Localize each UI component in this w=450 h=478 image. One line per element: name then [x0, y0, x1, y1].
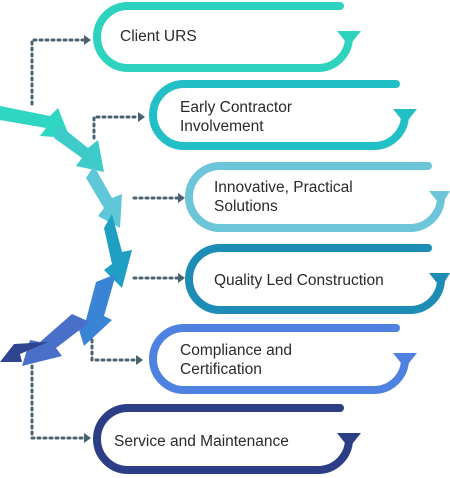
step-label: Quality Led Construction	[214, 272, 384, 289]
arc-segment-1	[0, 106, 70, 138]
connector-arrowhead	[136, 355, 143, 365]
loop-arrowhead-icon	[429, 191, 450, 206]
connector-client-urs	[30, 38, 86, 106]
connector-arrowhead	[178, 193, 185, 203]
step-service-and-maintenance: Service and Maintenance	[93, 404, 361, 474]
step-label: Service and Maintenance	[114, 433, 289, 450]
step-loop-outline	[93, 1, 353, 72]
connector-arrowhead	[138, 112, 145, 122]
step-loop-outline	[149, 80, 409, 150]
step-early-contractor-involvement: Early Contractor Involvement	[149, 80, 417, 150]
dotted-connectors	[30, 38, 180, 440]
step-label-line: Solutions	[214, 198, 278, 215]
arc-segment-6	[22, 314, 90, 366]
step-label-line: Early Contractor	[180, 99, 292, 116]
connector-early-contractor	[92, 115, 140, 140]
loop-arrowhead-icon	[337, 433, 361, 448]
step-quality-led-construction: Quality Led Construction	[185, 244, 450, 314]
step-label: Innovative, Practical Solutions	[214, 179, 357, 215]
step-client-urs: Client URS	[93, 1, 361, 72]
step-label-line: Involvement	[180, 118, 264, 135]
step-label: Client URS	[120, 28, 197, 45]
step-loop-outline	[185, 244, 445, 314]
main-flow-arc	[0, 106, 132, 366]
step-label-line: Client URS	[120, 28, 197, 45]
connector-arrowhead	[84, 433, 91, 443]
loop-arrowhead-icon	[429, 273, 450, 288]
connector-compliance	[90, 338, 138, 362]
arc-segment-3	[86, 166, 122, 228]
loop-arrowhead-icon	[393, 353, 417, 368]
loop-arrowhead-icon	[393, 109, 417, 124]
connector-arrowhead	[84, 35, 91, 45]
connector-arrowheads	[84, 35, 185, 443]
arc-segment-5	[76, 274, 116, 346]
step-label: Early Contractor Involvement	[180, 99, 296, 135]
connector-service	[30, 364, 86, 440]
arc-segment-7	[0, 342, 48, 362]
step-label-line: Certification	[180, 361, 262, 378]
step-loop-outline	[185, 162, 445, 232]
arc-segment-2	[54, 124, 104, 172]
step-innovative-practical-solutions: Innovative, Practical Solutions	[185, 162, 450, 232]
step-label-line: Service and Maintenance	[114, 433, 289, 450]
step-loop-outline	[149, 324, 409, 394]
step-label-line: Compliance and	[180, 342, 292, 359]
step-loop-outline	[93, 404, 353, 474]
step-label-line: Quality Led Construction	[214, 272, 384, 289]
arc-segment-4	[104, 214, 132, 288]
loop-arrowhead-icon	[337, 31, 361, 46]
step-label: Compliance and Certification	[180, 342, 296, 378]
step-label-line: Innovative, Practical	[214, 179, 353, 196]
step-compliance-and-certification: Compliance and Certification	[149, 324, 417, 394]
connector-arrowhead	[178, 273, 185, 283]
